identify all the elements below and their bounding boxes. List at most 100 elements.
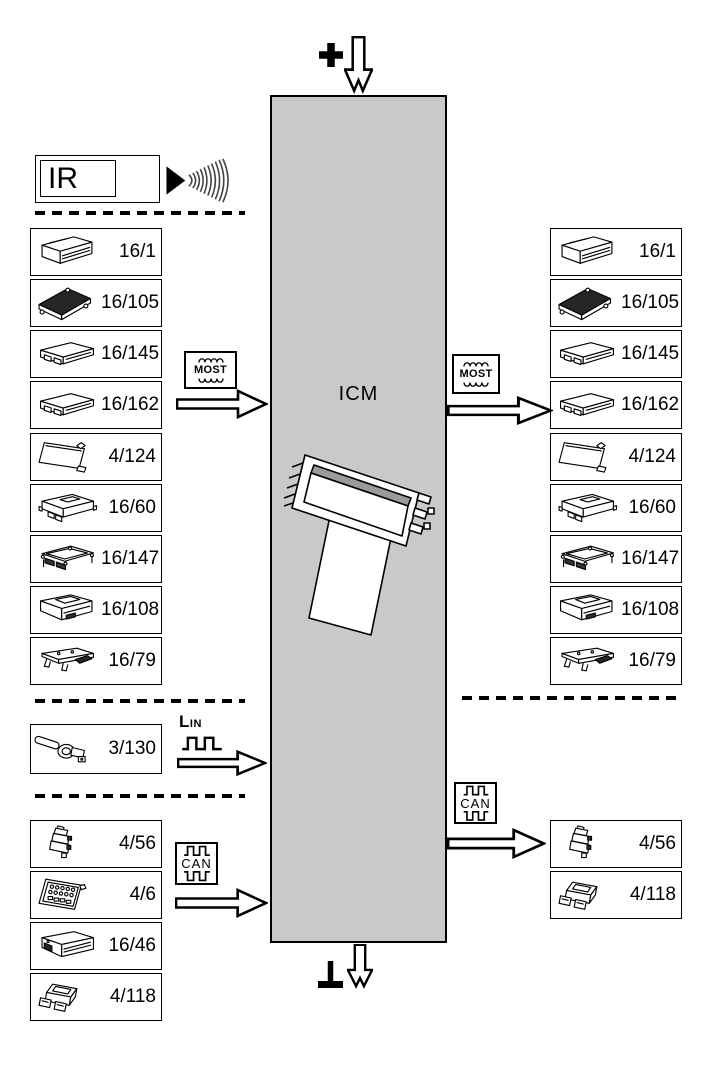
lin-label: LIN xyxy=(179,712,202,731)
component-label: 4/118 xyxy=(109,986,156,1007)
component-label: 16/147 xyxy=(621,548,680,569)
icm-label: ICM xyxy=(338,383,379,405)
small-module-icon xyxy=(33,976,101,1018)
component-box: 4/124 xyxy=(30,433,162,481)
can-waveform-icon xyxy=(463,785,488,796)
component-box: 16/162 xyxy=(550,381,682,429)
component-label: 4/6 xyxy=(129,884,156,905)
component-box: 16/46 xyxy=(30,922,162,970)
can-waveform-icon xyxy=(183,845,210,856)
right-arrow-icon xyxy=(175,888,268,918)
head-unit-icon xyxy=(553,231,621,273)
can-label: CAN xyxy=(181,856,212,871)
right-arrow-icon xyxy=(177,750,267,776)
component-label: 4/56 xyxy=(639,833,676,854)
component-box: 16/147 xyxy=(30,535,162,583)
component-label: 4/124 xyxy=(108,446,156,467)
ir-signal-icon xyxy=(166,158,229,203)
component-label: 16/105 xyxy=(621,292,680,313)
component-box: 16/147 xyxy=(550,535,682,583)
component-label: 16/1 xyxy=(119,241,156,262)
ir-label: IR xyxy=(48,161,78,195)
component-label: 4/124 xyxy=(628,446,676,467)
component-box: 16/162 xyxy=(30,381,162,429)
component-box: 16/79 xyxy=(550,637,682,685)
flat-module-icon xyxy=(33,333,101,375)
component-label: 16/145 xyxy=(621,343,680,364)
component-label: 3/130 xyxy=(108,738,156,759)
most-waveform-icon xyxy=(463,361,489,367)
flat-module-icon xyxy=(553,384,621,426)
component-label: 16/1 xyxy=(639,241,676,262)
dashed-separator xyxy=(35,794,245,798)
module-icon xyxy=(553,487,621,529)
component-box: 16/60 xyxy=(550,484,682,532)
component-label: 16/46 xyxy=(108,935,156,956)
bracket-module-icon xyxy=(33,640,101,682)
left-component-group-1: 16/1 16/105 16/145 16/162 xyxy=(30,228,162,432)
small-module-icon xyxy=(553,874,621,916)
component-box: 16/79 xyxy=(30,637,162,685)
component-box: 16/60 xyxy=(30,484,162,532)
component-box: 16/105 xyxy=(550,279,682,327)
flat-module-icon xyxy=(33,384,101,426)
cd-player-icon xyxy=(553,589,621,631)
central-module-box: ICM xyxy=(270,95,447,943)
right-component-group-2: 4/124 16/60 16/147 16/108 16/79 xyxy=(550,433,682,688)
ir-sensor-box: IR xyxy=(35,155,160,203)
most-waveform-icon xyxy=(463,381,489,387)
component-label: 16/105 xyxy=(101,292,160,313)
component-label: 16/147 xyxy=(101,548,160,569)
component-box: 16/1 xyxy=(550,228,682,276)
component-label: 4/56 xyxy=(119,833,156,854)
component-label: 4/118 xyxy=(629,884,676,905)
can-waveform-icon xyxy=(183,871,210,882)
component-box: 4/6 xyxy=(30,871,162,919)
component-label: 16/60 xyxy=(108,497,156,518)
ir-inner-box: IR xyxy=(40,160,116,197)
component-box: 16/108 xyxy=(30,586,162,634)
component-box: 16/145 xyxy=(550,330,682,378)
dashed-separator xyxy=(462,696,677,700)
component-box: 3/130 xyxy=(30,724,162,774)
can-bus-icon: CAN xyxy=(454,782,497,824)
left-component-group-3: 3/130 xyxy=(30,724,162,777)
can-label: CAN xyxy=(460,795,491,811)
plus-icon xyxy=(319,43,343,67)
component-label: 16/145 xyxy=(101,343,160,364)
can-bus-icon: CAN xyxy=(175,842,218,885)
flat-module-icon xyxy=(553,333,621,375)
component-box: 4/56 xyxy=(550,820,682,868)
stalk-switch-icon xyxy=(33,728,101,770)
component-box: 16/1 xyxy=(30,228,162,276)
right-component-group-1: 16/1 16/105 16/145 16/162 xyxy=(550,228,682,432)
module-icon xyxy=(33,487,101,529)
amplifier-icon xyxy=(553,282,621,324)
component-box: 16/145 xyxy=(30,330,162,378)
component-box: 4/56 xyxy=(30,820,162,868)
component-box: 4/118 xyxy=(550,871,682,919)
right-arrow-icon xyxy=(447,828,546,859)
frame-module-icon xyxy=(33,538,101,580)
most-waveform-icon xyxy=(197,357,224,363)
cd-player-icon xyxy=(33,589,101,631)
dashed-separator xyxy=(35,699,245,703)
can-waveform-icon xyxy=(463,810,488,821)
component-box: 4/118 xyxy=(30,973,162,1021)
most-label: MOST xyxy=(194,363,227,376)
most-bus-icon: MOST xyxy=(452,354,500,394)
left-component-group-4: 4/56 4/6 16/46 4/118 xyxy=(30,820,162,1024)
component-label: 16/108 xyxy=(621,599,680,620)
component-box: 16/105 xyxy=(30,279,162,327)
component-box: 4/124 xyxy=(550,433,682,481)
connector-icon xyxy=(33,823,101,865)
connector-icon xyxy=(553,823,621,865)
down-arrow-icon xyxy=(344,36,373,94)
down-arrow-icon xyxy=(347,944,373,989)
most-waveform-icon xyxy=(197,377,224,383)
most-bus-icon: MOST xyxy=(184,351,237,389)
right-component-group-3: 4/56 4/118 xyxy=(550,820,682,922)
component-label: 16/79 xyxy=(628,650,676,671)
display-icon xyxy=(33,436,101,478)
